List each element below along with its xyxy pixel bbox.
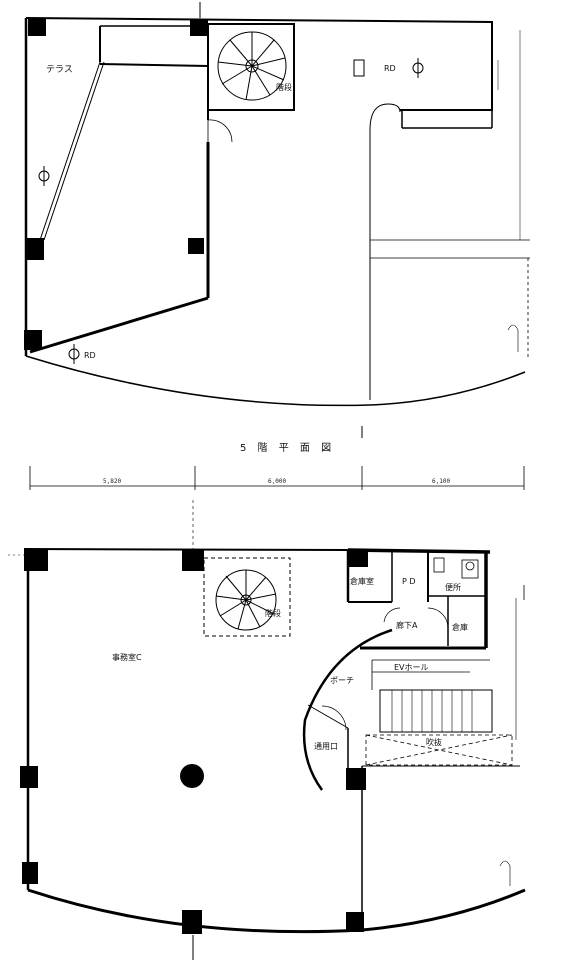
label-pd: P D: [402, 577, 416, 586]
label-toilet: 便所: [445, 582, 461, 592]
label-room-c: 事務室C: [112, 652, 142, 662]
label-porch: ポーチ: [330, 676, 354, 685]
label-rd-lower: RD: [84, 351, 96, 360]
upper-plan: [24, 2, 530, 438]
lower-columns: [20, 549, 368, 934]
upper-spiral-stair: [217, 31, 287, 101]
dimension-line: [29, 466, 525, 490]
upper-columns: [24, 18, 208, 350]
floor-title: 5 階 平 面 図: [240, 442, 335, 454]
label-rd-upper: RD: [384, 64, 396, 73]
upper-curved-wall: [25, 355, 526, 407]
label-atrium: 吹抜: [426, 737, 442, 747]
dimension-3: 6,100: [432, 478, 450, 485]
dimension-1: 5,820: [103, 478, 121, 485]
lower-spiral-stair: [203, 557, 291, 637]
label-storage: 倉庫: [452, 622, 468, 632]
label-hall: EVホール: [394, 663, 429, 672]
label-upper-stair: 階段: [276, 82, 292, 92]
upper-outer-wall: [25, 17, 493, 111]
label-lower-stair: 階段: [265, 608, 281, 618]
dimension-2: 6,000: [268, 478, 286, 485]
lower-curved-wall: [27, 888, 526, 934]
label-terrace: テラス: [46, 64, 73, 75]
roof-drain-symbols: [38, 58, 424, 364]
label-corridor-a: 廊下A: [396, 620, 418, 630]
label-elec-room: 倉庫室: [350, 576, 374, 586]
lower-plan: [8, 500, 526, 960]
label-entrance: 通用口: [314, 741, 338, 751]
round-column: [180, 764, 204, 788]
